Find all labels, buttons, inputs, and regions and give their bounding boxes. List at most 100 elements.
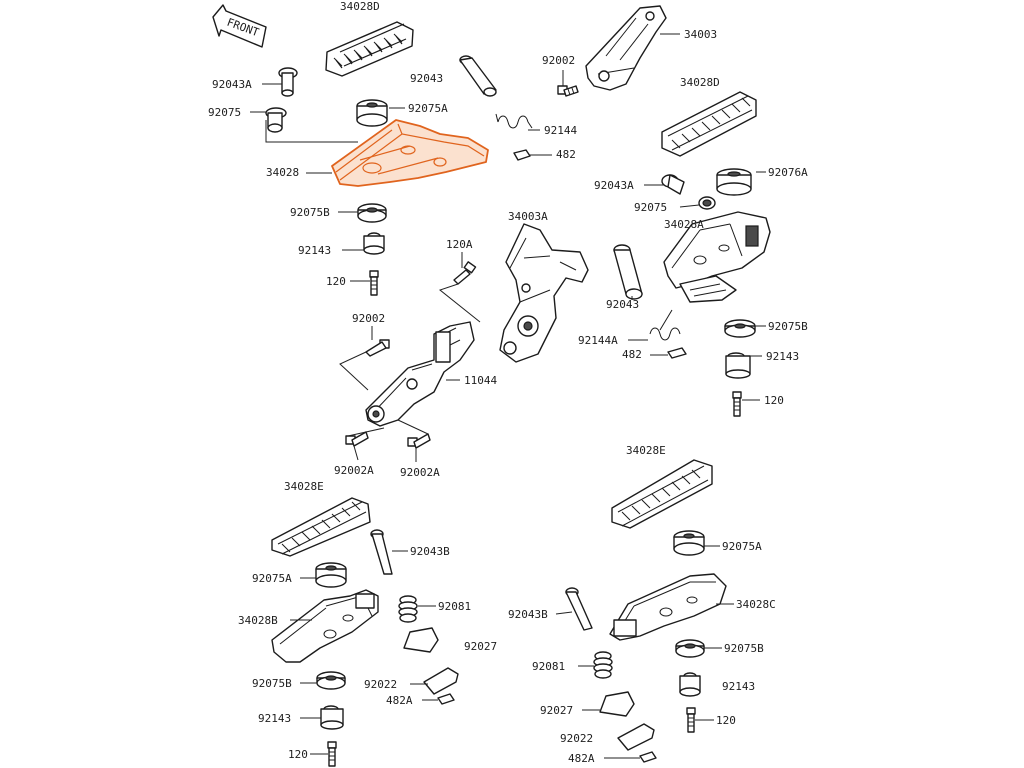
plate-92022-right[interactable] (617, 723, 655, 751)
label-92022-right: 92022 (560, 732, 593, 745)
damper-92075b-bottom-right[interactable] (675, 639, 705, 658)
bracket-92027-left[interactable] (403, 627, 439, 653)
damper-92075b-top[interactable] (357, 203, 387, 223)
spring-92144a[interactable] (649, 309, 681, 341)
damper-92075b-right[interactable] (724, 319, 756, 338)
label-92002a-left: 92002A (334, 464, 374, 477)
label-34028c: 34028C (736, 598, 776, 611)
pin-92043b-right[interactable] (565, 587, 593, 631)
pin-92043b-left[interactable] (370, 529, 393, 575)
bracket-92027-right[interactable] (599, 691, 635, 717)
footpeg-rubber-34028e-left[interactable] (271, 497, 371, 557)
collar-92075-left[interactable] (265, 107, 287, 133)
label-482-right: 482 (622, 348, 642, 361)
label-34028: 34028 (266, 166, 299, 179)
clip-482-right[interactable] (667, 347, 687, 359)
label-34003: 34003 (684, 28, 717, 41)
footrest-bracket-34028-highlighted[interactable] (331, 119, 489, 187)
label-92075a-bottom-right: 92075A (722, 540, 762, 553)
label-34003a: 34003A (508, 210, 548, 223)
label-34028d-left: 34028D (340, 0, 380, 13)
label-92143-top: 92143 (298, 244, 331, 257)
clip-482-top[interactable] (513, 149, 531, 161)
label-92075b-right: 92075B (768, 320, 808, 333)
label-482-top: 482 (556, 148, 576, 161)
bracket-34003[interactable] (585, 5, 667, 91)
pin-92043a-right[interactable] (661, 174, 685, 195)
label-34028e-right: 34028E (626, 444, 666, 457)
label-92075b-left: 92075B (252, 677, 292, 690)
label-92043b-left: 92043B (410, 545, 450, 558)
label-92075-right: 92075 (634, 201, 667, 214)
footrest-34028a-right[interactable] (663, 211, 771, 303)
bolt-92002a-left[interactable] (345, 431, 369, 447)
damper-92076a-right[interactable] (716, 168, 752, 196)
label-120a: 120A (446, 238, 473, 251)
label-92043b-right: 92043B (508, 608, 548, 621)
label-92143-bottom-right: 92143 (722, 680, 755, 693)
label-92027-left: 92027 (464, 640, 497, 653)
label-482a-right: 482A (568, 752, 595, 765)
label-92043-right: 92043 (606, 298, 639, 311)
label-92043a-left: 92043A (212, 78, 252, 91)
footrest-34028c[interactable] (609, 573, 727, 641)
footpeg-rubber-34028d-right[interactable] (661, 91, 757, 157)
label-92075a-top: 92075A (408, 102, 448, 115)
pin-92043a-left[interactable] (278, 67, 298, 97)
footrest-34028b[interactable] (271, 589, 379, 663)
pin-92043-right[interactable] (613, 244, 643, 300)
bolt-120a[interactable] (453, 261, 477, 285)
front-arrow-icon: FRONT (212, 4, 267, 48)
footpeg-rubber-34028d-left[interactable] (325, 21, 414, 77)
bolt-92002-top[interactable] (557, 85, 579, 97)
label-92002a-right: 92002A (400, 466, 440, 479)
label-34028b: 34028B (238, 614, 278, 627)
damper-92075b-left[interactable] (316, 671, 346, 690)
bracket-34003a[interactable] (499, 223, 589, 363)
bracket-11044[interactable] (365, 321, 475, 427)
label-92043-top: 92043 (410, 72, 443, 85)
label-92002-top: 92002 (542, 54, 575, 67)
label-92075a-left: 92075A (252, 572, 292, 585)
bolt-120-left[interactable] (327, 741, 337, 767)
label-92081-left: 92081 (438, 600, 471, 613)
stopper-92143-bottom-right[interactable] (679, 672, 701, 697)
damper-92075a-top[interactable] (356, 99, 388, 127)
label-92022-left: 92022 (364, 678, 397, 691)
spring-92081-left[interactable] (398, 595, 418, 623)
label-92075b-bottom-right: 92075B (724, 642, 764, 655)
stopper-92143-left[interactable] (320, 705, 344, 730)
label-120-top: 120 (326, 275, 346, 288)
label-92081-right: 92081 (532, 660, 565, 673)
bolt-120-top[interactable] (369, 270, 379, 296)
label-92075-left: 92075 (208, 106, 241, 119)
part-labels: 34028D 92043A 92043 92075A 92075 34028 9… (208, 0, 808, 765)
plate-92022-left[interactable] (423, 667, 459, 695)
spring-92081-right[interactable] (593, 651, 613, 679)
stopper-92143-top[interactable] (363, 232, 385, 255)
label-34028d-right: 34028D (680, 76, 720, 89)
label-92002-mid: 92002 (352, 312, 385, 325)
label-92144-top: 92144 (544, 124, 577, 137)
label-92076a: 92076A (768, 166, 808, 179)
bolt-92002a-right[interactable] (407, 433, 431, 449)
bolt-120-bottom-right[interactable] (686, 707, 696, 733)
clip-482a-right[interactable] (639, 751, 657, 763)
footpeg-rubber-34028e-right[interactable] (611, 459, 713, 529)
label-92075b-top: 92075B (290, 206, 330, 219)
bolt-92002-mid[interactable] (365, 339, 390, 357)
damper-92075a-bottom-right[interactable] (673, 530, 705, 556)
label-34028a: 34028A (664, 218, 704, 231)
pin-92043-top[interactable] (459, 55, 497, 97)
bolt-120-right[interactable] (732, 391, 742, 417)
label-120-right: 120 (764, 394, 784, 407)
label-120-bottom-right: 120 (716, 714, 736, 727)
label-92144a: 92144A (578, 334, 618, 347)
collar-92075-right[interactable] (698, 196, 716, 210)
clip-482a-left[interactable] (437, 693, 455, 705)
damper-92075a-left[interactable] (315, 562, 347, 588)
spring-92144-top[interactable] (495, 113, 533, 129)
stopper-92143-right[interactable] (725, 352, 751, 379)
label-11044: 11044 (464, 374, 497, 387)
